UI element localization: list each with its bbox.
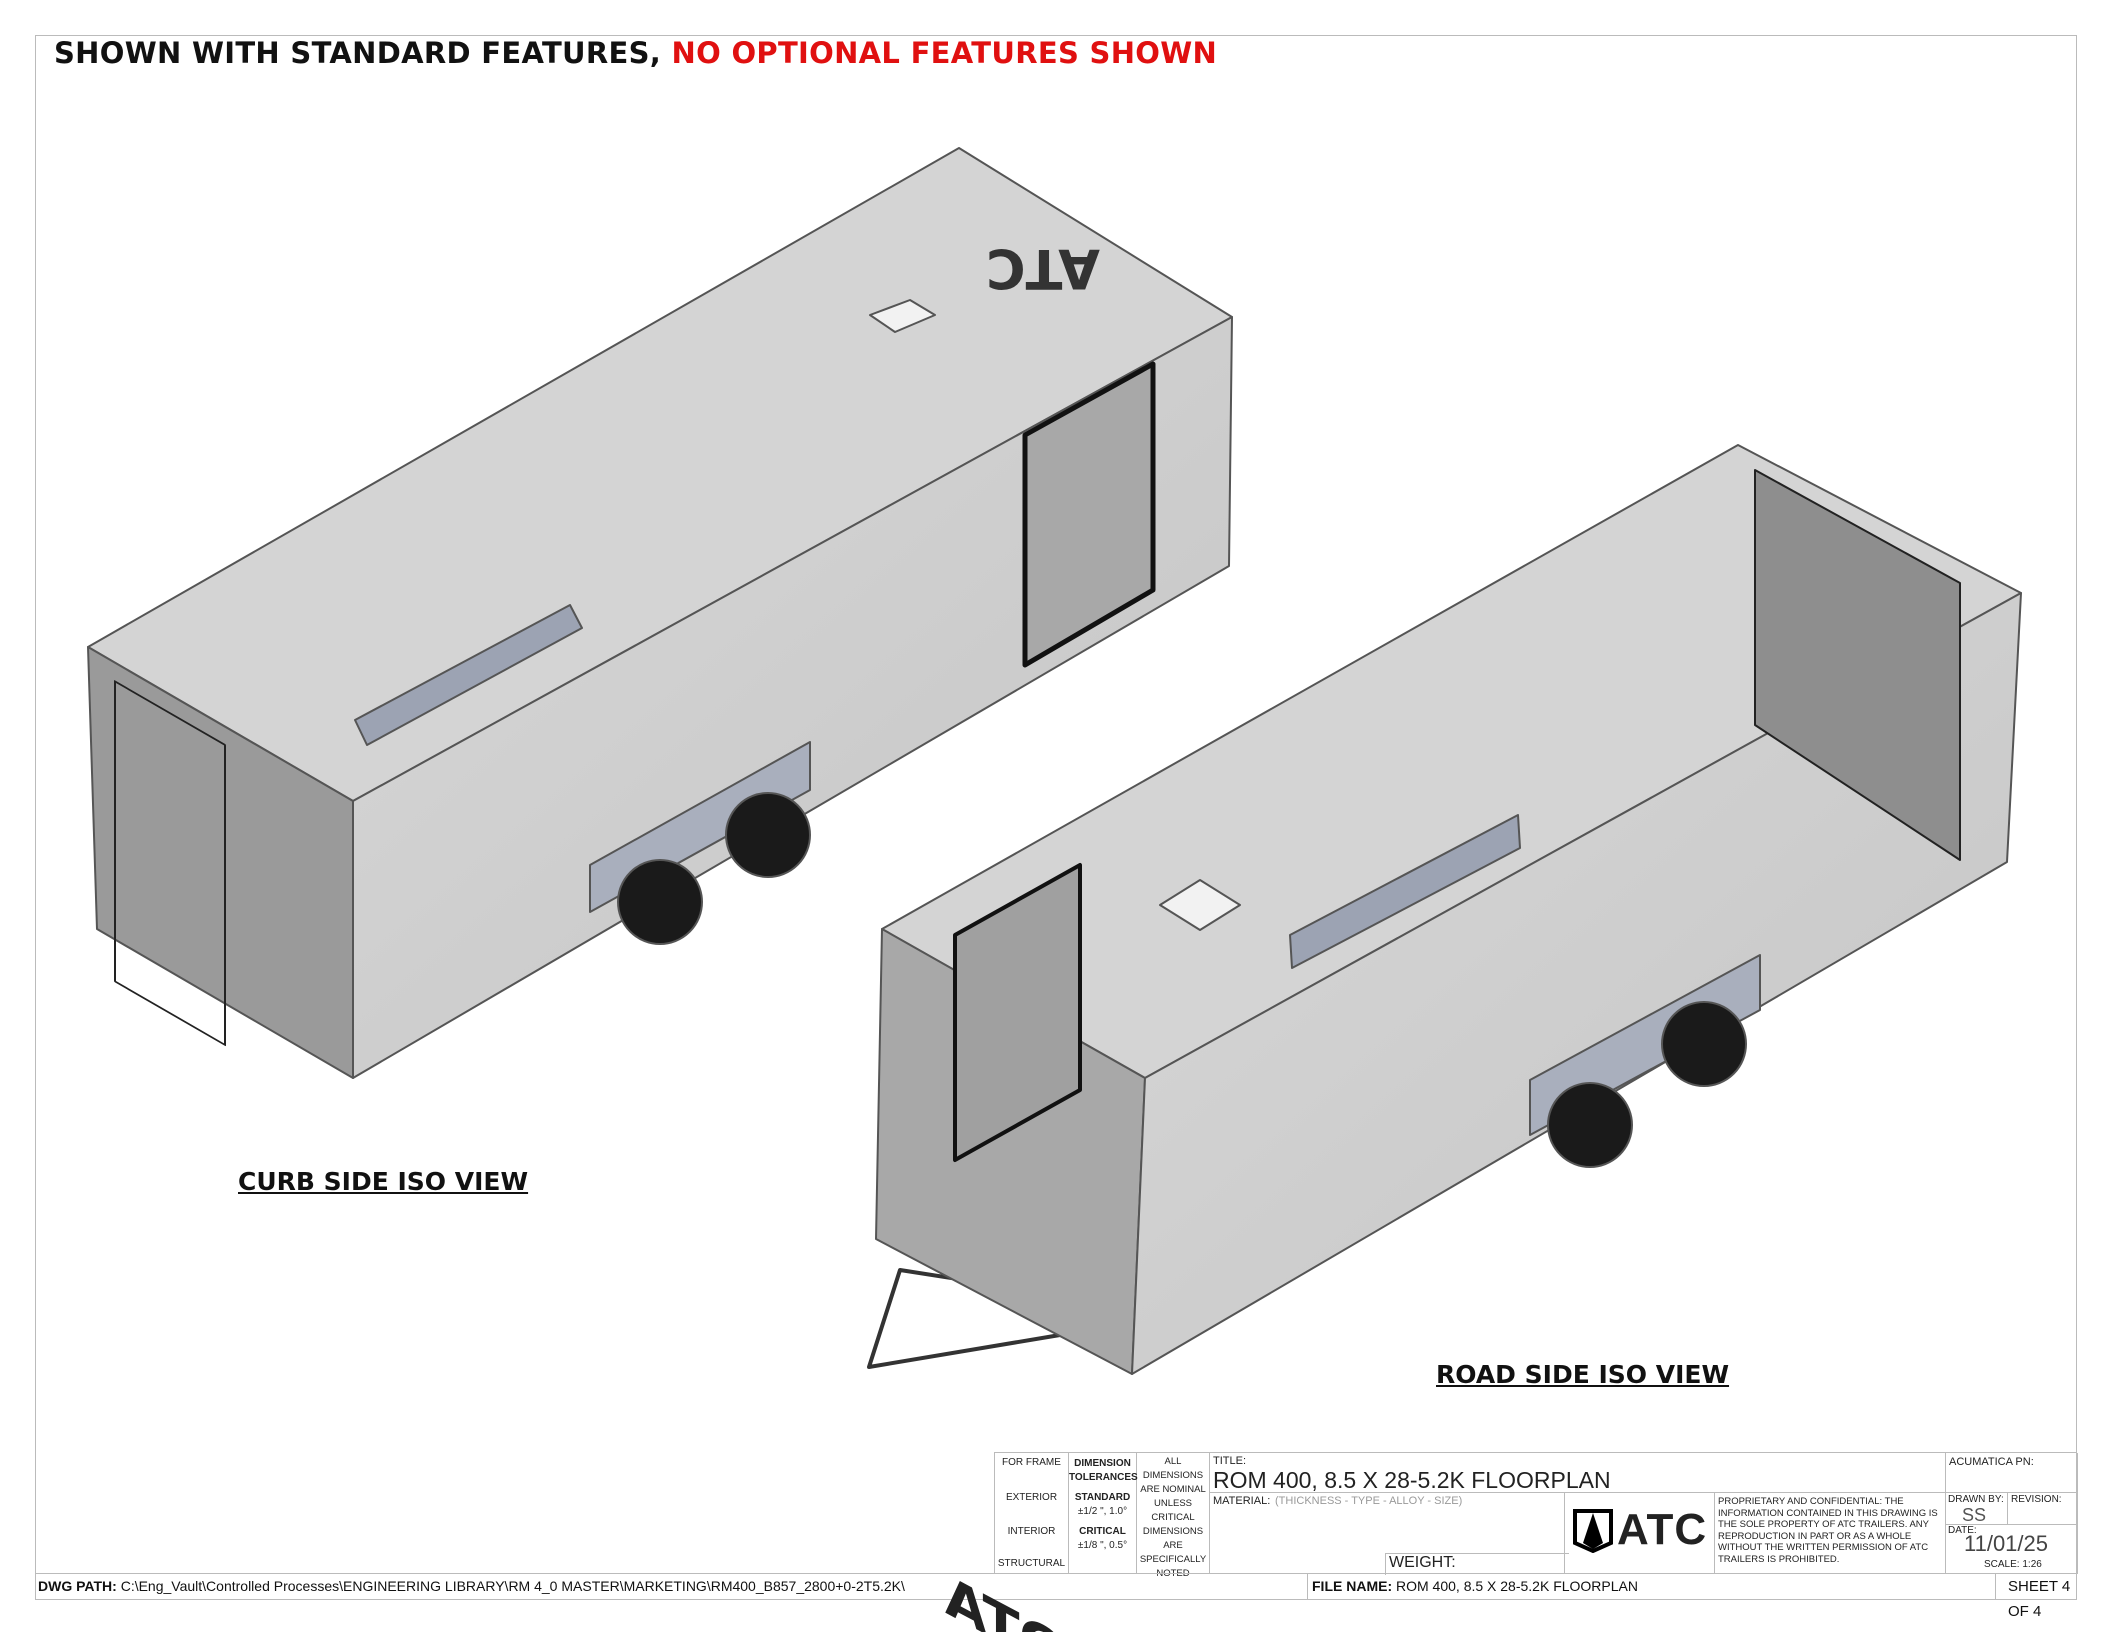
- drawing-title: ROM 400, 8.5 X 28-5.2K FLOORPLAN: [1213, 1467, 1611, 1493]
- wheel: [1661, 1001, 1747, 1087]
- wheel: [617, 859, 703, 945]
- rear-wall: [87, 646, 354, 1079]
- proprietary-notice: PROPRIETARY AND CONFIDENTIAL: THE INFORM…: [1715, 1493, 1946, 1574]
- standard-value: ±1/2 ", 1.0°: [1077, 1506, 1128, 1517]
- critical-label: CRITICAL: [1079, 1526, 1126, 1537]
- weight-label: WEIGHT:: [1385, 1553, 1569, 1575]
- rear-door-left: [114, 680, 226, 1047]
- drawn-by-cell: DRAWN BY: SS: [1946, 1493, 2008, 1525]
- nominal-note: ALL DIMENSIONS ARE NOMINAL UNLESS CRITIC…: [1137, 1453, 1210, 1579]
- critical-value: ±1/8 ", 0.5°: [1077, 1540, 1128, 1551]
- rear-opening: [1754, 469, 1961, 861]
- side-door: [953, 863, 1082, 1162]
- material-value: (THICKNESS - TYPE - ALLOY - SIZE): [1275, 1495, 1463, 1507]
- material-label: MATERIAL:: [1213, 1495, 1271, 1507]
- hatch-label: STRUCTURAL: [997, 1558, 1066, 1569]
- file-name-label: FILE NAME:: [1312, 1578, 1393, 1594]
- fender-box: [354, 604, 583, 746]
- title-block: FOR FRAME EXTERIOR INTERIOR STRUCTURAL D…: [994, 1452, 2078, 1579]
- side-wall: [1131, 592, 2022, 1375]
- atc-shield-icon: [1573, 1509, 1613, 1553]
- dwg-path-label: DWG PATH:: [38, 1578, 117, 1594]
- hatch-label: INTERIOR: [1007, 1526, 1056, 1537]
- file-name-value: ROM 400, 8.5 X 28-5.2K FLOORPLAN: [1396, 1578, 1638, 1594]
- path-row: DWG PATH: C:\Eng_Vault\Controlled Proces…: [35, 1573, 2077, 1620]
- roof-vent: [1159, 879, 1241, 931]
- wheel: [1547, 1082, 1633, 1168]
- roof-vent: [869, 299, 936, 333]
- hatch-label: FOR FRAME: [1002, 1457, 1061, 1468]
- title-cell: TITLE: ROM 400, 8.5 X 28-5.2K FLOORPLAN: [1210, 1453, 1946, 1493]
- title-label: TITLE:: [1213, 1455, 1247, 1467]
- features-note: SHOWN WITH STANDARD FEATURES, NO OPTIONA…: [54, 36, 1217, 70]
- tolerances-heading: DIMENSION TOLERANCES: [1069, 1458, 1138, 1483]
- tolerances: DIMENSION TOLERANCES STANDARD ±1/2 ", 1.…: [1069, 1453, 1138, 1574]
- side-door: [1022, 361, 1156, 668]
- revision-label: REVISION:: [2011, 1494, 2062, 1505]
- dwg-path-value: C:\Eng_Vault\Controlled Processes\ENGINE…: [120, 1578, 905, 1594]
- date-label: DATE:: [1948, 1525, 1977, 1536]
- scale-value: SCALE: 1:26: [1984, 1559, 2042, 1570]
- file-name: FILE NAME: ROM 400, 8.5 X 28-5.2K FLOORP…: [1307, 1574, 1638, 1599]
- curb-side-view-label: CURB SIDE ISO VIEW: [238, 1167, 529, 1196]
- dwg-path: DWG PATH: C:\Eng_Vault\Controlled Proces…: [38, 1574, 905, 1599]
- material-cell: MATERIAL: (THICKNESS - TYPE - ALLOY - SI…: [1210, 1493, 1569, 1575]
- optional-features-text: NO OPTIONAL FEATURES SHOWN: [671, 36, 1218, 70]
- standard-features-text: SHOWN WITH STANDARD FEATURES,: [54, 36, 662, 70]
- drawn-by-label: DRAWN BY:: [1948, 1494, 2004, 1505]
- standard-label: STANDARD: [1074, 1492, 1131, 1503]
- acumatica-label: ACUMATICA PN:: [1949, 1456, 2034, 1468]
- hatch-legend: FOR FRAME EXTERIOR INTERIOR STRUCTURAL: [995, 1453, 1069, 1574]
- drawing-border: [35, 35, 2077, 1600]
- acumatica-cell: ACUMATICA PN:: [1946, 1453, 2078, 1493]
- curb-side-trailer: ATC: [87, 147, 1233, 1079]
- wall-logo: ATC: [986, 237, 1100, 300]
- revision-cell: REVISION:: [2008, 1493, 2078, 1525]
- fender-box: [1289, 814, 1521, 969]
- road-side-view-label: ROAD SIDE ISO VIEW: [1436, 1360, 1730, 1389]
- sheet-number: SHEET 4 OF 4: [1995, 1574, 2077, 1620]
- hatch-label: EXTERIOR: [1005, 1492, 1058, 1503]
- atc-logo-text: ATC: [1617, 1505, 1708, 1554]
- date-cell: DATE: 11/01/25 SCALE: 1:26: [1946, 1525, 2078, 1574]
- wheel: [725, 792, 811, 878]
- atc-logo: ATC: [1565, 1493, 1715, 1574]
- drawn-by-value: SS: [1962, 1505, 1987, 1525]
- date-value: 11/01/25: [1964, 1531, 2049, 1556]
